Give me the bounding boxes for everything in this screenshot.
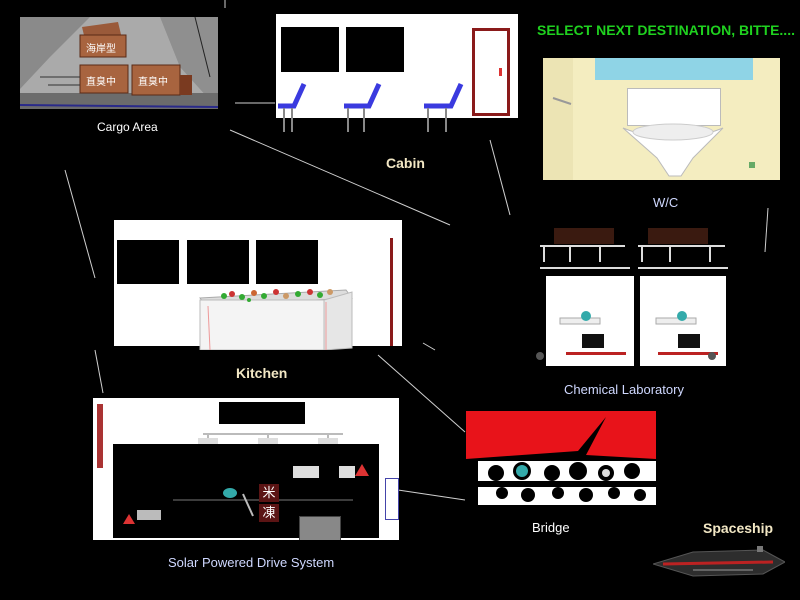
drive-tank (299, 516, 341, 540)
cabin-room[interactable] (276, 14, 518, 132)
chemical-laboratory-room[interactable] (530, 228, 730, 368)
cabin-seats (278, 82, 464, 132)
drive-warning-icon-2 (123, 514, 135, 524)
cabin-window-left (281, 27, 339, 72)
chemical-laboratory-label[interactable]: Chemical Laboratory (564, 382, 684, 397)
drive-pipes (173, 433, 353, 517)
drive-left-pipe (97, 404, 103, 468)
drive-symbol-1: 米 (259, 484, 279, 502)
cabin-door-handle (499, 68, 502, 76)
bridge-cockpit (466, 411, 656, 505)
cabin-window-right (346, 27, 404, 72)
kitchen-counter (199, 289, 353, 350)
drive-panel-small-2 (339, 466, 355, 478)
cabin-door (472, 28, 510, 116)
kitchen-door (390, 238, 400, 346)
crate-label-3: 直臭中 (138, 77, 168, 88)
bridge-label[interactable]: Bridge (532, 520, 570, 535)
drive-warning-icon (355, 464, 369, 476)
wc-label[interactable]: W/C (653, 195, 679, 210)
spaceship-icon[interactable] (653, 544, 785, 582)
kitchen-window-1 (117, 240, 179, 284)
destination-prompt: SELECT NEXT DESTINATION, BITTE.... (537, 22, 795, 38)
cargo-area-scene (20, 17, 218, 109)
cabin-label[interactable]: Cabin (386, 155, 425, 171)
drive-panel-small (293, 466, 319, 478)
drive-side-box (385, 478, 399, 520)
crate-label-1: 海岸型 (86, 44, 116, 55)
drive-screen-top (219, 402, 305, 424)
bridge-room[interactable] (466, 411, 656, 507)
lab-equipment (536, 228, 728, 366)
kitchen-window-3 (256, 240, 318, 284)
spaceship-label[interactable]: Spaceship (703, 520, 774, 536)
wc-wall-edge (543, 58, 573, 180)
drive-gauge (223, 488, 237, 498)
drive-symbol-2: 凍 (259, 504, 279, 522)
drive-meter (137, 510, 161, 520)
wc-mirror (595, 58, 753, 80)
solar-drive-room[interactable]: 米 凍 (93, 398, 399, 540)
cargo-area-label[interactable]: Cargo Area (97, 120, 158, 134)
wc-cistern (627, 88, 721, 126)
solar-drive-label[interactable]: Solar Powered Drive System (168, 555, 335, 570)
kitchen-window-2 (187, 240, 249, 284)
wc-room[interactable] (543, 58, 780, 180)
kitchen-label[interactable]: Kitchen (236, 365, 288, 381)
kitchen-room[interactable] (114, 220, 402, 350)
crate-label-2: 直臭中 (86, 77, 116, 88)
wc-toilet (552, 97, 755, 177)
cargo-area-room[interactable]: 海岸型 直臭中 直臭中 (20, 17, 218, 109)
